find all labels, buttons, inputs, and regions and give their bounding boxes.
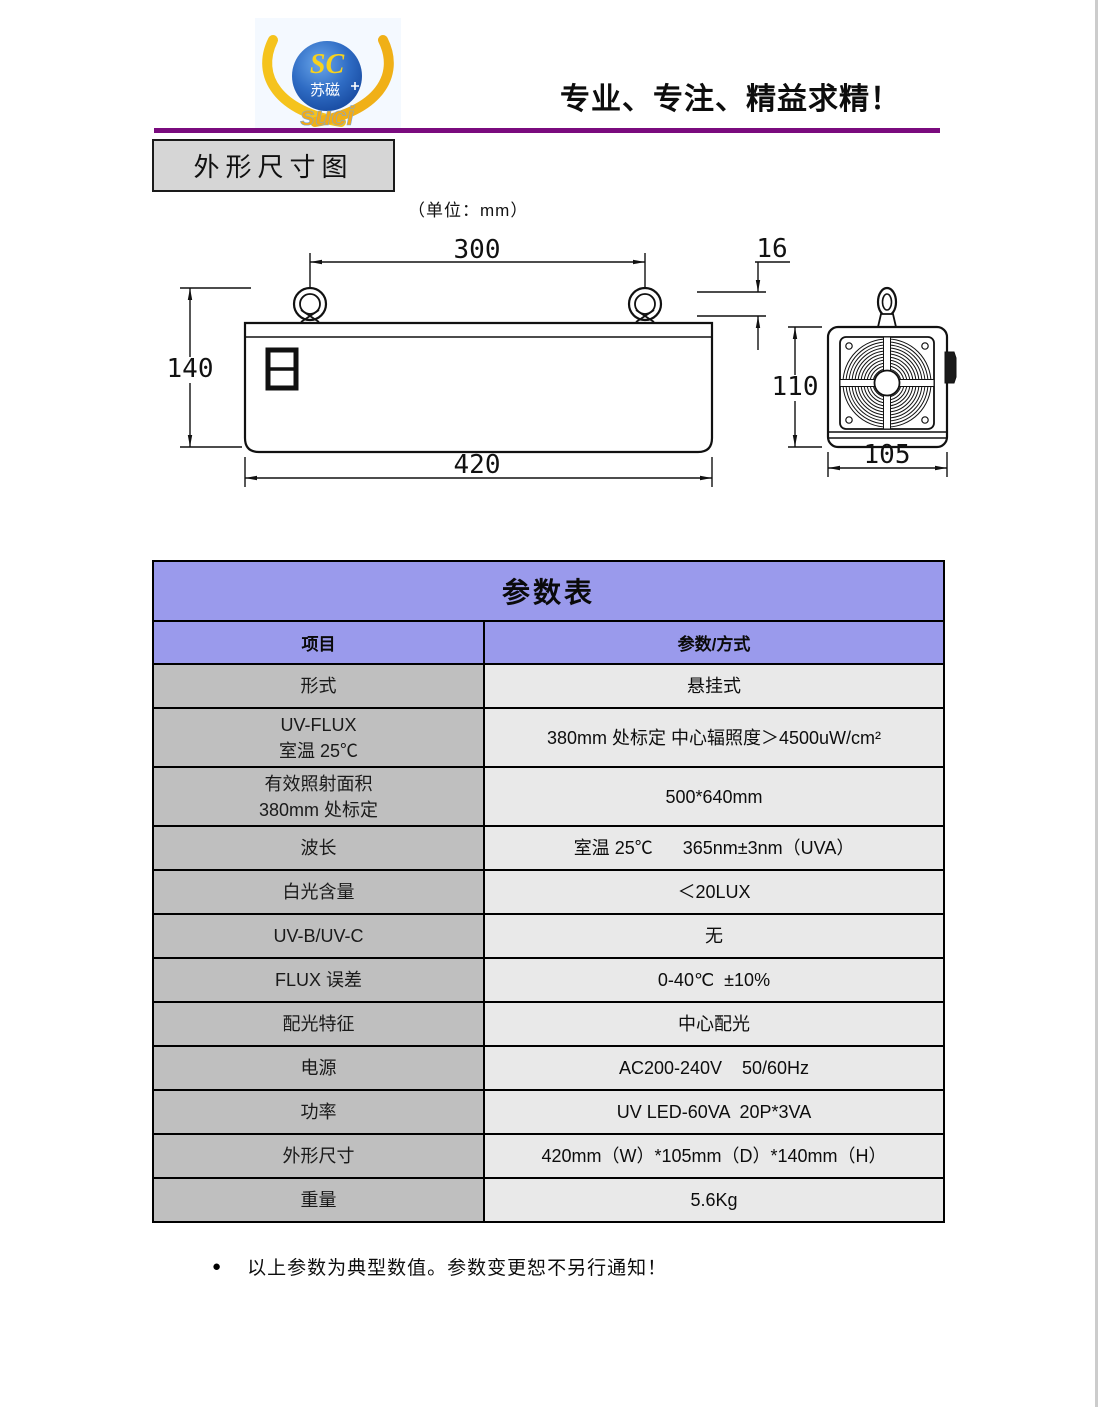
- dim-16-label: 16: [756, 234, 787, 264]
- column-header-param: 参数/方式: [482, 620, 946, 665]
- table-row: 白光含量 ＜20LUX: [152, 869, 946, 915]
- front-view: [243, 286, 714, 454]
- footer-note-text: 以上参数为典型数值。参数变更恕不另行通知！: [247, 1258, 668, 1279]
- table-row: 有效照射面积 380mm 处标定 500*640mm: [152, 766, 946, 827]
- param-value: 中心配光: [482, 1001, 946, 1047]
- param-label: 外形尺寸: [152, 1133, 485, 1179]
- param-label: UV-FLUX 室温 25℃: [152, 707, 485, 768]
- dim-300: [309, 253, 646, 288]
- logo-sparkle: [351, 82, 359, 90]
- side-view: [826, 286, 957, 449]
- dim-105-label: 105: [864, 440, 911, 470]
- logo-globe: [292, 41, 362, 111]
- table-row: 配光特征 中心配光: [152, 1001, 946, 1047]
- param-value: 5.6Kg: [482, 1177, 946, 1223]
- param-label: 有效照射面积 380mm 处标定: [152, 766, 485, 827]
- dim-420: [244, 457, 713, 487]
- dim-140-label-mask: [164, 357, 216, 383]
- table-row: 电源 AC200-240V 50/60Hz: [152, 1045, 946, 1091]
- dimension-drawing: 300 140 420 16: [164, 234, 957, 487]
- footer-note: ● 以上参数为典型数值。参数变更恕不另行通知！: [212, 1253, 667, 1280]
- param-value: ＜20LUX: [482, 869, 946, 915]
- lifting-ring-left: [292, 286, 328, 323]
- unit-label: （单位：mm）: [408, 201, 529, 220]
- fan-hub: [873, 369, 901, 397]
- logo-graphic: SC 苏磁 suci: [255, 18, 401, 131]
- table-row: 波长 室温 25℃ 365nm±3nm（UVA）: [152, 825, 946, 871]
- param-label: 电源: [152, 1045, 485, 1091]
- dim-105: [827, 452, 948, 477]
- table-row: UV-B/UV-C 无: [152, 913, 946, 959]
- section-title-box: 外形尺寸图: [152, 139, 395, 192]
- param-label: 功率: [152, 1089, 485, 1135]
- front-view-body: [243, 321, 714, 454]
- dim-140-label: 140: [167, 354, 214, 384]
- dim-16: [697, 261, 790, 350]
- param-label: FLUX 误差: [152, 957, 485, 1003]
- param-value: 无: [482, 913, 946, 959]
- parameter-table: 参数表 项目 参数/方式 形式 悬挂式 UV-FLUX 室温 25℃ 380mm…: [151, 560, 946, 1223]
- param-label: UV-B/UV-C: [152, 913, 485, 959]
- param-value: 室温 25℃ 365nm±3nm（UVA）: [482, 825, 946, 871]
- table-header-row: 项目 参数/方式: [152, 620, 946, 665]
- side-view-ring: [876, 286, 898, 328]
- param-value: 380mm 处标定 中心辐照度＞4500uW/cm²: [482, 707, 946, 768]
- param-value: 500*640mm: [482, 766, 946, 827]
- side-view-switch: [944, 351, 957, 384]
- company-slogan: 专业、专注、精益求精！: [560, 82, 901, 117]
- param-label: 形式: [152, 663, 485, 709]
- table-row: 重量 5.6Kg: [152, 1177, 946, 1223]
- table-title-row: 参数表: [151, 560, 946, 622]
- section-title: 外形尺寸图: [193, 152, 354, 182]
- dim-110-label-mask: [769, 375, 821, 401]
- table-row: UV-FLUX 室温 25℃ 380mm 处标定 中心辐照度＞4500uW/cm…: [152, 707, 946, 768]
- table-row: 形式 悬挂式: [152, 663, 946, 709]
- column-header-item: 项目: [152, 620, 485, 665]
- param-label: 重量: [152, 1177, 485, 1223]
- param-label: 白光含量: [152, 869, 485, 915]
- header-divider: [154, 128, 940, 133]
- bullet-icon: ●: [212, 1258, 222, 1275]
- side-view-base-lines: [828, 431, 947, 439]
- fan-grille: [839, 336, 935, 430]
- param-value: AC200-240V 50/60Hz: [482, 1045, 946, 1091]
- dim-300-label: 300: [454, 235, 501, 265]
- param-label: 波长: [152, 825, 485, 871]
- param-value: UV LED-60VA 20P*3VA: [482, 1089, 946, 1135]
- lifting-ring-right: [627, 286, 663, 323]
- logo-en-text: suci: [300, 101, 355, 130]
- param-value: 420mm（W）*105mm（D）*140mm（H）: [482, 1133, 946, 1179]
- logo-sc-text: SC: [310, 49, 345, 80]
- page-edge-line: [1095, 0, 1098, 1407]
- param-label: 配光特征: [152, 1001, 485, 1047]
- table-row: 功率 UV LED-60VA 20P*3VA: [152, 1089, 946, 1135]
- table-row: 外形尺寸 420mm（W）*105mm（D）*140mm（H）: [152, 1133, 946, 1179]
- table-row: FLUX 误差 0-40℃ ±10%: [152, 957, 946, 1003]
- company-logo: SC 苏磁 suci: [255, 18, 401, 131]
- param-value: 悬挂式: [482, 663, 946, 709]
- dim-420-label: 420: [454, 450, 501, 480]
- dim-110-label: 110: [772, 372, 819, 402]
- table-title: 参数表: [151, 560, 946, 622]
- logo-cn-text: 苏磁: [310, 82, 340, 99]
- param-value: 0-40℃ ±10%: [482, 957, 946, 1003]
- logo-swoosh-right: [310, 35, 394, 127]
